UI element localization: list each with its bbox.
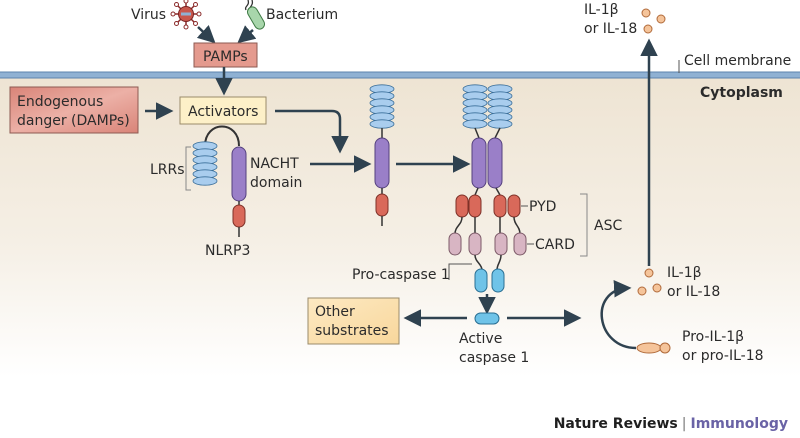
nlrp3-label: NLRP3 <box>205 243 250 259</box>
journal-credit: Nature Reviews|Immunology <box>554 416 788 432</box>
virus-icon <box>170 0 202 30</box>
il-outer-label-line1: IL-1β <box>584 2 619 18</box>
bacterium-label: Bacterium <box>266 7 338 23</box>
il-inner-label-line2: or IL-18 <box>667 284 720 300</box>
il-inner-label-line1: IL-1β <box>667 265 702 281</box>
damps-label-line2: danger (DAMPs) <box>17 113 130 129</box>
asc-label: ASC <box>594 218 622 234</box>
active-caspase-label-line1: Active <box>459 331 502 347</box>
pro-caspase-label: Pro-caspase 1 <box>352 267 450 283</box>
activators-label: Activators <box>188 104 258 120</box>
card-label: CARD <box>535 237 575 253</box>
damps-box <box>9 86 139 134</box>
il-1b-particles-outer <box>641 8 666 34</box>
cytoplasm-label: Cytoplasm <box>700 85 783 101</box>
pro-il-label-line2: or pro-IL-18 <box>682 348 764 364</box>
nlrp3-inactive <box>192 125 247 237</box>
pyd-label: PYD <box>529 199 556 215</box>
active-caspase-label-line2: caspase 1 <box>459 350 529 366</box>
bacterium-icon <box>244 0 265 30</box>
lrrs-label: LRRs <box>150 162 185 178</box>
journal-separator: | <box>681 416 687 432</box>
nacht-label-line2: domain <box>250 175 302 191</box>
cell-membrane <box>0 72 800 78</box>
journal-section: Immunology <box>690 416 788 432</box>
pro-il-1b-icon <box>636 342 671 354</box>
journal-name: Nature Reviews <box>553 416 678 432</box>
active-caspase-icon <box>474 312 500 325</box>
pamps-label: PAMPs <box>203 49 248 65</box>
activators-box <box>179 96 267 125</box>
pro-il-label-line1: Pro-IL-1β <box>682 329 744 345</box>
damps-label-line1: Endogenous <box>17 94 103 110</box>
il-outer-label-line2: or IL-18 <box>584 21 637 37</box>
other-substrates-line1: Other <box>315 304 355 320</box>
other-substrates-line2: substrates <box>315 323 389 339</box>
nacht-label-line1: NACHT <box>250 156 299 172</box>
virus-label: Virus <box>131 7 166 23</box>
cell-membrane-label: Cell membrane <box>684 53 791 69</box>
pamps-box <box>193 42 258 68</box>
inflammasome-complex <box>448 84 527 293</box>
nlrp3-active-monomer <box>369 84 395 226</box>
il-1b-particles-inner <box>637 268 662 296</box>
other-substrates-box <box>307 297 400 345</box>
